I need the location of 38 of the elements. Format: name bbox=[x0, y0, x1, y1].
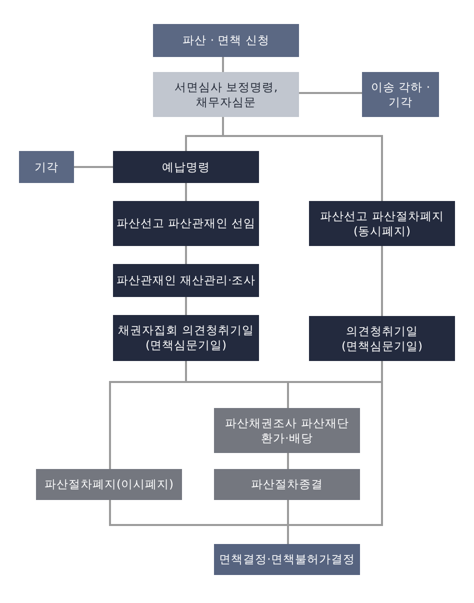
box-label: 기각 bbox=[34, 160, 58, 174]
process-box bbox=[153, 72, 299, 117]
connector-line bbox=[185, 246, 187, 264]
box-label: 채권자집회 의견청취기일(면책심문기일) bbox=[117, 323, 255, 353]
process-box bbox=[214, 544, 360, 575]
connector-line bbox=[381, 246, 383, 316]
process-box bbox=[36, 469, 182, 500]
box-label: 이송 각하 · 기각 bbox=[370, 80, 431, 110]
box-label: 의견청취기일 (면책심문기일) bbox=[340, 324, 424, 354]
process-box bbox=[113, 151, 259, 183]
process-box bbox=[153, 24, 299, 57]
connector-line bbox=[109, 500, 289, 544]
connector-line bbox=[185, 183, 187, 201]
process-box bbox=[113, 201, 259, 246]
box-label: 파산관재인 재산관리·조사 bbox=[116, 273, 256, 288]
process-box bbox=[362, 72, 439, 117]
process-box bbox=[309, 316, 455, 361]
process-box bbox=[214, 408, 360, 453]
box-label: 파산절차폐지(이시폐지) bbox=[44, 477, 174, 492]
connector-line bbox=[74, 166, 113, 168]
process-box bbox=[19, 151, 74, 183]
connector-line bbox=[222, 57, 224, 72]
box-label: 파산채권조사 파산재단 환가·배당 bbox=[224, 416, 350, 446]
box-label: 파산절차종결 bbox=[251, 477, 323, 492]
process-box bbox=[113, 315, 259, 361]
box-label: 서면심사 보정명령, 채무자심문 bbox=[173, 80, 279, 110]
box-label: 파산선고 파산관재인 선임 bbox=[116, 216, 256, 231]
box-label: 면책결정·면책불허가결정 bbox=[219, 552, 355, 567]
box-label: 예납명령 bbox=[162, 160, 210, 174]
connector-line bbox=[222, 117, 383, 201]
connector-line bbox=[185, 297, 187, 315]
box-label: 파산선고 파산절차폐지(동시폐지) bbox=[319, 208, 445, 238]
process-box bbox=[309, 201, 455, 246]
process-box bbox=[113, 264, 259, 297]
connector-line bbox=[287, 453, 289, 469]
connector-line bbox=[299, 92, 362, 94]
process-box bbox=[214, 469, 360, 500]
box-label: 파산 · 면책 신청 bbox=[182, 33, 270, 48]
